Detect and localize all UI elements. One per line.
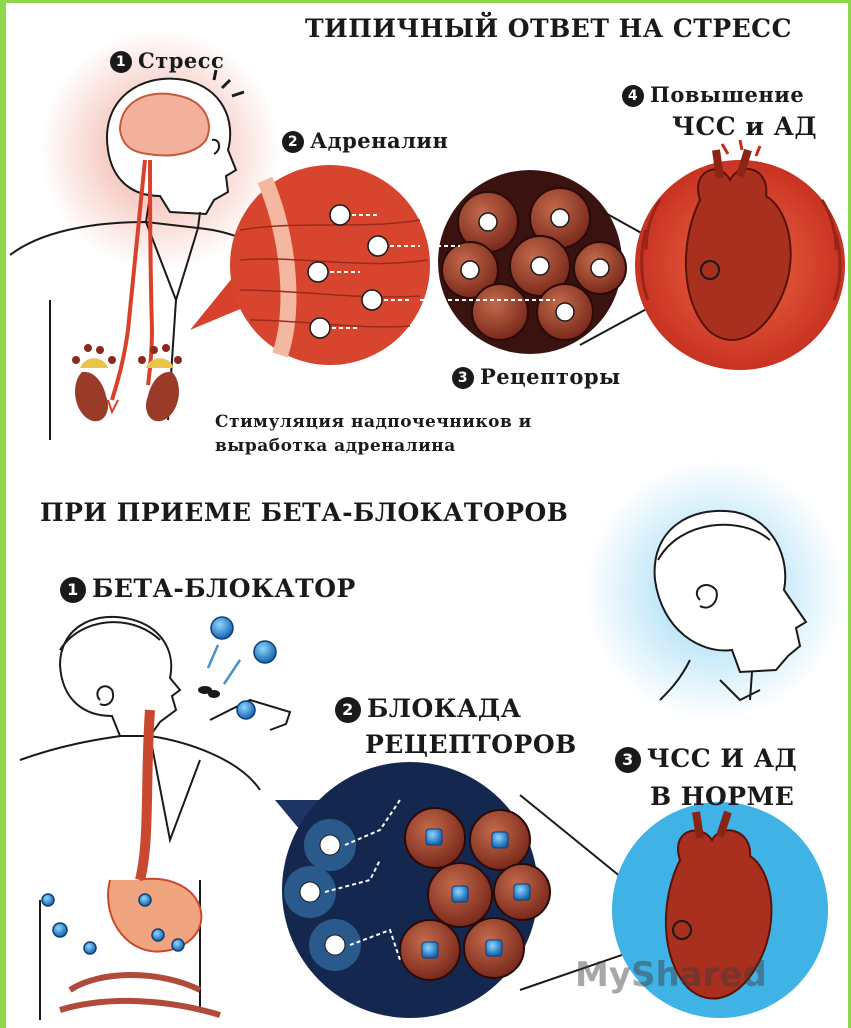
step-normal-text: ЧСС И АД [647,744,797,773]
receptors-cells-circle [420,170,626,354]
step-adrenaline-label: 2 Адреналин [282,128,448,153]
step-beta-blocker-text: БЕТА-БЛОКАТОР [92,574,356,603]
watermark: MyShared [575,955,767,995]
step-blockade-text: БЛОКАДА [367,694,521,723]
step-number-badge: 1 [110,51,132,73]
step-stress-label: 1 Стресс [110,48,224,73]
pill-taking-man [20,617,290,1020]
step-number-badge: 3 [452,367,474,389]
racing-heart-icon [635,140,845,370]
step-increase-label: 4 Повышение [622,82,804,107]
kidney-left-icon [72,344,116,421]
step-blockade-line2: РЕЦЕПТОРОВ [365,730,577,759]
step-stress-text: Стресс [138,48,224,73]
step-number-badge: 2 [282,131,304,153]
step-receptors-text: Рецепторы [480,364,621,389]
step-number-badge: 2 [335,697,361,723]
pills-in-hand [198,686,220,698]
step-adrenaline-text: Адреналин [310,128,448,153]
caption-line1: Стимуляция надпочечников и [215,412,532,432]
step-increase-text: Повышение [650,82,804,107]
caption-line2: выработка адреналина [215,436,456,456]
step-number-badge: 4 [622,85,644,107]
step-increase-line2: ЧСС и АД [672,112,817,141]
receptor-blockade-circle [275,762,550,1018]
bottom-title: ПРИ ПРИЕМЕ БЕТА-БЛОКАТОРОВ [40,498,568,527]
step-normal-line2: В НОРМЕ [650,782,794,811]
step-receptors-label: 3 Рецепторы [452,364,621,389]
pill-arrows [208,645,240,684]
step-number-badge: 1 [60,577,86,603]
step-number-badge: 3 [615,747,641,773]
kidney-right-icon [138,344,182,421]
top-title: ТИПИЧНЫЙ ОТВЕТ НА СТРЕСС [305,14,792,43]
